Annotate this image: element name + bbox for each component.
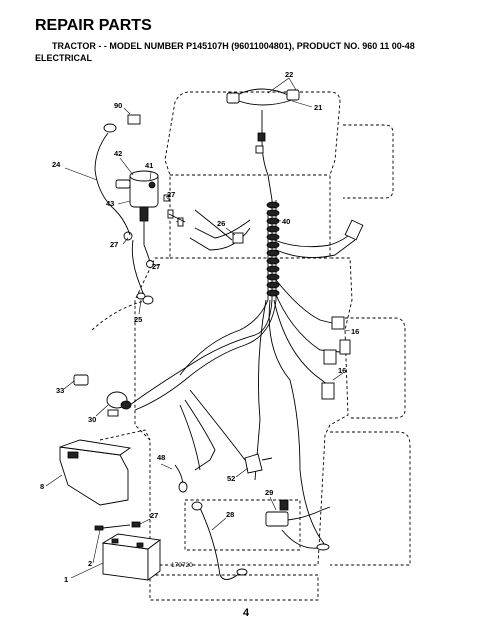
safety-switch-29 [265,499,331,551]
tractor-outline [91,91,411,601]
battery-box-8 [59,439,132,506]
battery-bolts-2-27 [94,521,141,531]
callout-26: 26 [217,219,225,228]
callout-21: 21 [314,103,322,112]
solenoid-30 [106,391,132,417]
main-harness [129,200,364,546]
callout-90: 90 [114,101,122,110]
leader-lines [45,77,351,579]
callout-43: 43 [106,199,114,208]
callout-28: 28 [226,510,234,519]
callout-40: 40 [282,217,290,226]
callout-27a: 27 [167,190,175,199]
callout-16b: 16 [338,366,346,375]
section-title: ELECTRICAL [35,53,92,63]
seat-switch-33 [73,374,89,386]
harness-convolute [266,201,280,297]
callout-52: 52 [227,474,235,483]
callout-27b: 27 [110,240,118,249]
fuse-holder-48 [174,449,216,493]
model-subtitle: TRACTOR - - MODEL NUMBER P145107H (96011… [52,41,415,51]
page-number: 4 [243,607,250,619]
callout-42: 42 [114,149,122,158]
callout-labels: 22 21 90 24 42 41 43 27 27 27 26 40 25 1… [40,70,359,584]
art-number: 179720 [171,562,193,569]
connectors-16 [321,316,351,400]
battery-1 [101,533,162,581]
callout-30: 30 [88,415,96,424]
relay-52 [244,453,273,474]
callout-8: 8 [40,482,44,491]
headlight-harness [226,88,300,201]
callout-29: 29 [265,488,273,497]
callout-33: 33 [56,386,64,395]
callout-22: 22 [285,70,293,79]
callout-27c: 27 [152,262,160,271]
callout-25: 25 [134,315,142,324]
ring-terminal-25 [136,292,146,300]
callout-2: 2 [88,559,92,568]
page-title: REPAIR PARTS [35,17,152,34]
callout-27d: 27 [150,511,158,520]
callout-48: 48 [157,453,165,462]
callout-16a: 16 [351,327,359,336]
battery-cable-28 [191,501,248,580]
callout-1: 1 [64,575,68,584]
callout-41: 41 [145,161,153,170]
connector-26 [232,232,244,244]
callout-24: 24 [52,160,61,169]
ignition-switch [115,170,186,268]
